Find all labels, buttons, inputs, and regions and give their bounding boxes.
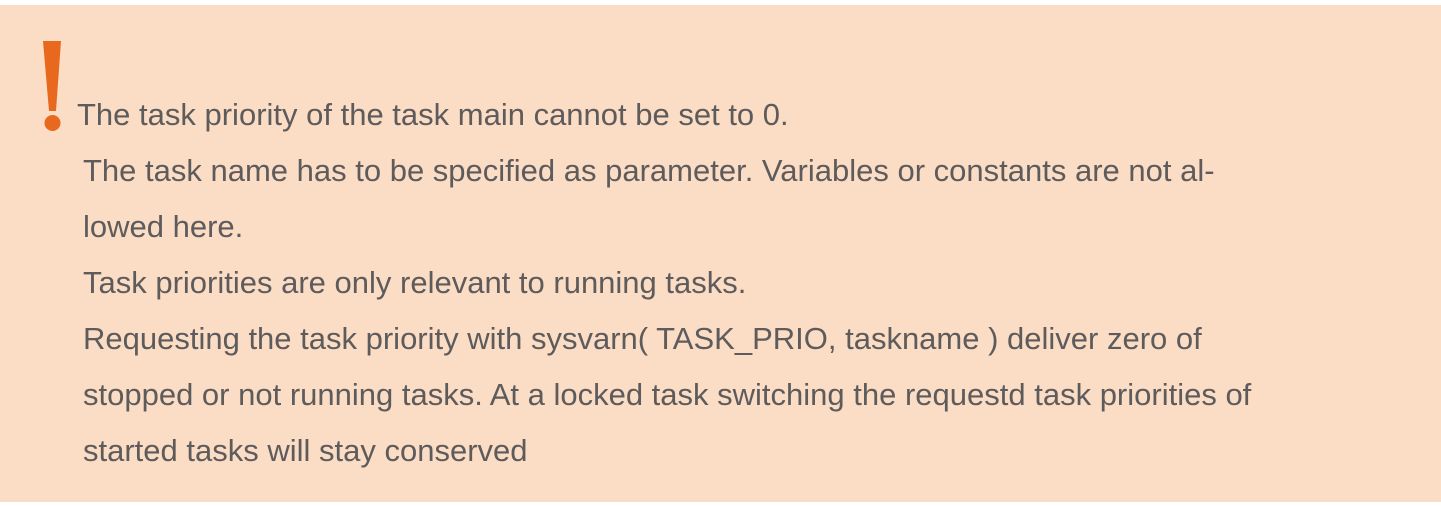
note-line: stopped or not running tasks. At a locke… — [83, 377, 1252, 412]
note-line: Task priorities are only relevant to run… — [83, 265, 747, 300]
note-line: lowed here. — [83, 209, 244, 244]
note-line: The task priority of the task main canno… — [77, 97, 789, 132]
note-line: started tasks will stay conserved — [83, 433, 528, 468]
exclamation-icon — [43, 41, 61, 131]
warning-note: The task priority of the task main canno… — [0, 5, 1441, 502]
note-line: The task name has to be specified as par… — [83, 153, 1215, 188]
note-line: Requesting the task priority with sysvar… — [83, 321, 1202, 356]
